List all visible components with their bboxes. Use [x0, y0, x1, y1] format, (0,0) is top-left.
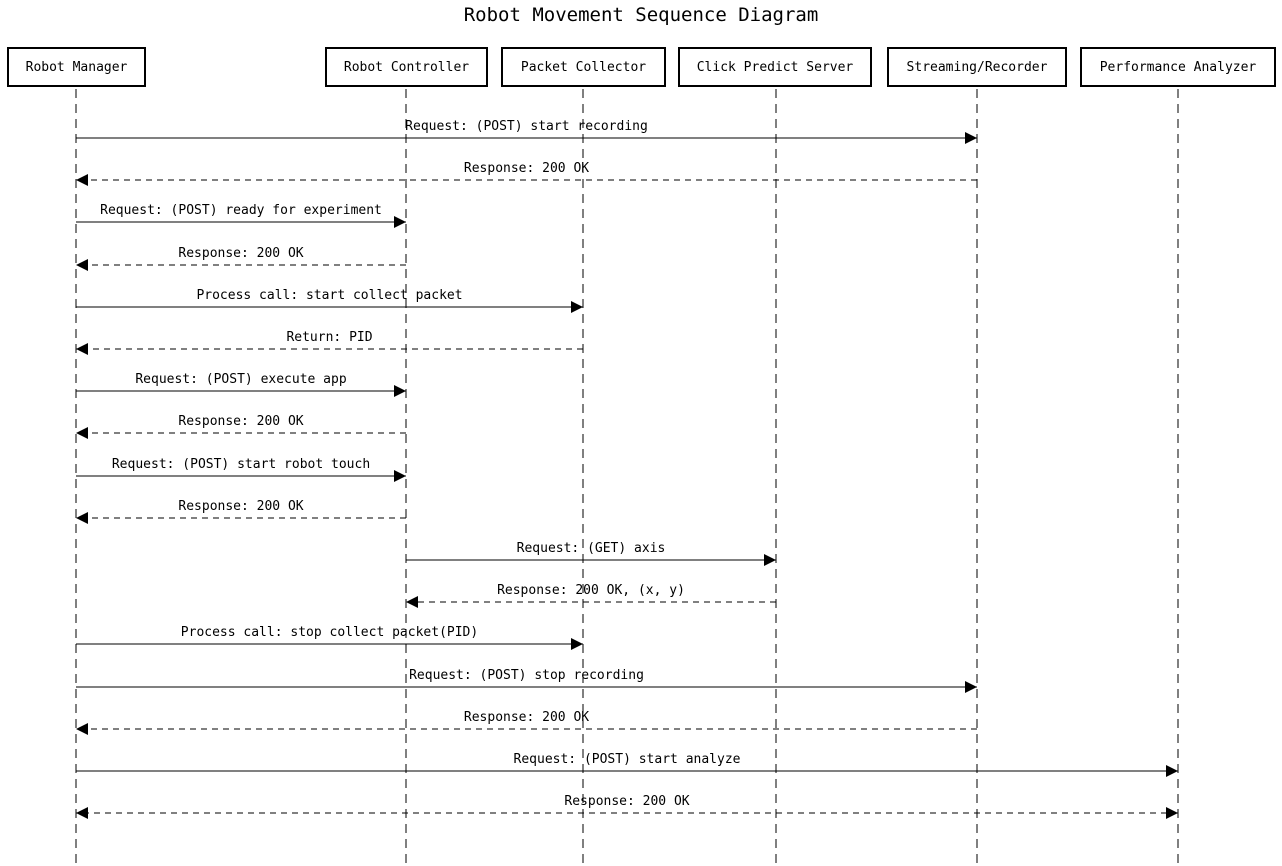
arrowhead — [76, 427, 88, 439]
message-label: Response: 200 OK, (x, y) — [497, 583, 685, 598]
message-label: Response: 200 OK — [463, 710, 590, 725]
arrowhead — [76, 174, 88, 186]
message-label: Response: 200 OK — [178, 246, 304, 261]
arrowhead — [571, 638, 583, 650]
participant-label: Robot Manager — [25, 59, 128, 75]
arrowhead — [965, 681, 977, 693]
arrowhead — [406, 596, 418, 608]
arrowhead — [764, 554, 776, 566]
message-label: Process call: start collect packet — [196, 288, 463, 303]
message-label: Request: (POST) start analyze — [513, 752, 741, 767]
participant-label: Robot Controller — [343, 59, 470, 75]
message-label: Response: 200 OK — [564, 794, 690, 809]
participant-cps: Click Predict Server — [678, 47, 872, 87]
message-label: Response: 200 OK — [178, 499, 304, 514]
message-label: Process call: stop collect packet(PID) — [180, 625, 479, 640]
arrowhead — [571, 301, 583, 313]
message-label: Request: (POST) ready for experiment — [100, 203, 382, 218]
message-label: Request: (POST) stop recording — [409, 668, 644, 683]
participant-label: Packet Collector — [520, 59, 647, 75]
arrowhead — [76, 723, 88, 735]
message-label: Request: (POST) start recording — [405, 119, 648, 134]
arrowhead — [76, 259, 88, 271]
arrowhead — [76, 343, 88, 355]
participant-pc: Packet Collector — [501, 47, 666, 87]
participant-rc: Robot Controller — [325, 47, 488, 87]
message-label: Request: (POST) start robot touch — [111, 457, 371, 472]
message-label: Return: PID — [286, 330, 373, 345]
arrowhead — [1166, 765, 1178, 777]
arrowhead — [76, 512, 88, 524]
participant-sr: Streaming/Recorder — [887, 47, 1067, 87]
participant-label: Click Predict Server — [696, 59, 854, 75]
diagram-title: Robot Movement Sequence Diagram — [463, 4, 819, 26]
participant-rm: Robot Manager — [7, 47, 146, 87]
message-label: Request: (GET) axis — [516, 541, 666, 556]
participant-label: Performance Analyzer — [1099, 59, 1257, 75]
participant-pa: Performance Analyzer — [1080, 47, 1276, 87]
participant-label: Streaming/Recorder — [906, 59, 1048, 75]
message-label: Request: (POST) execute app — [135, 372, 347, 387]
arrowhead — [394, 216, 406, 228]
arrowhead — [965, 132, 977, 144]
arrowhead — [1166, 807, 1178, 819]
message-label: Response: 200 OK — [463, 161, 590, 176]
arrowhead — [394, 385, 406, 397]
arrowhead — [394, 470, 406, 482]
message-label: Response: 200 OK — [178, 414, 304, 429]
arrowhead — [76, 807, 88, 819]
